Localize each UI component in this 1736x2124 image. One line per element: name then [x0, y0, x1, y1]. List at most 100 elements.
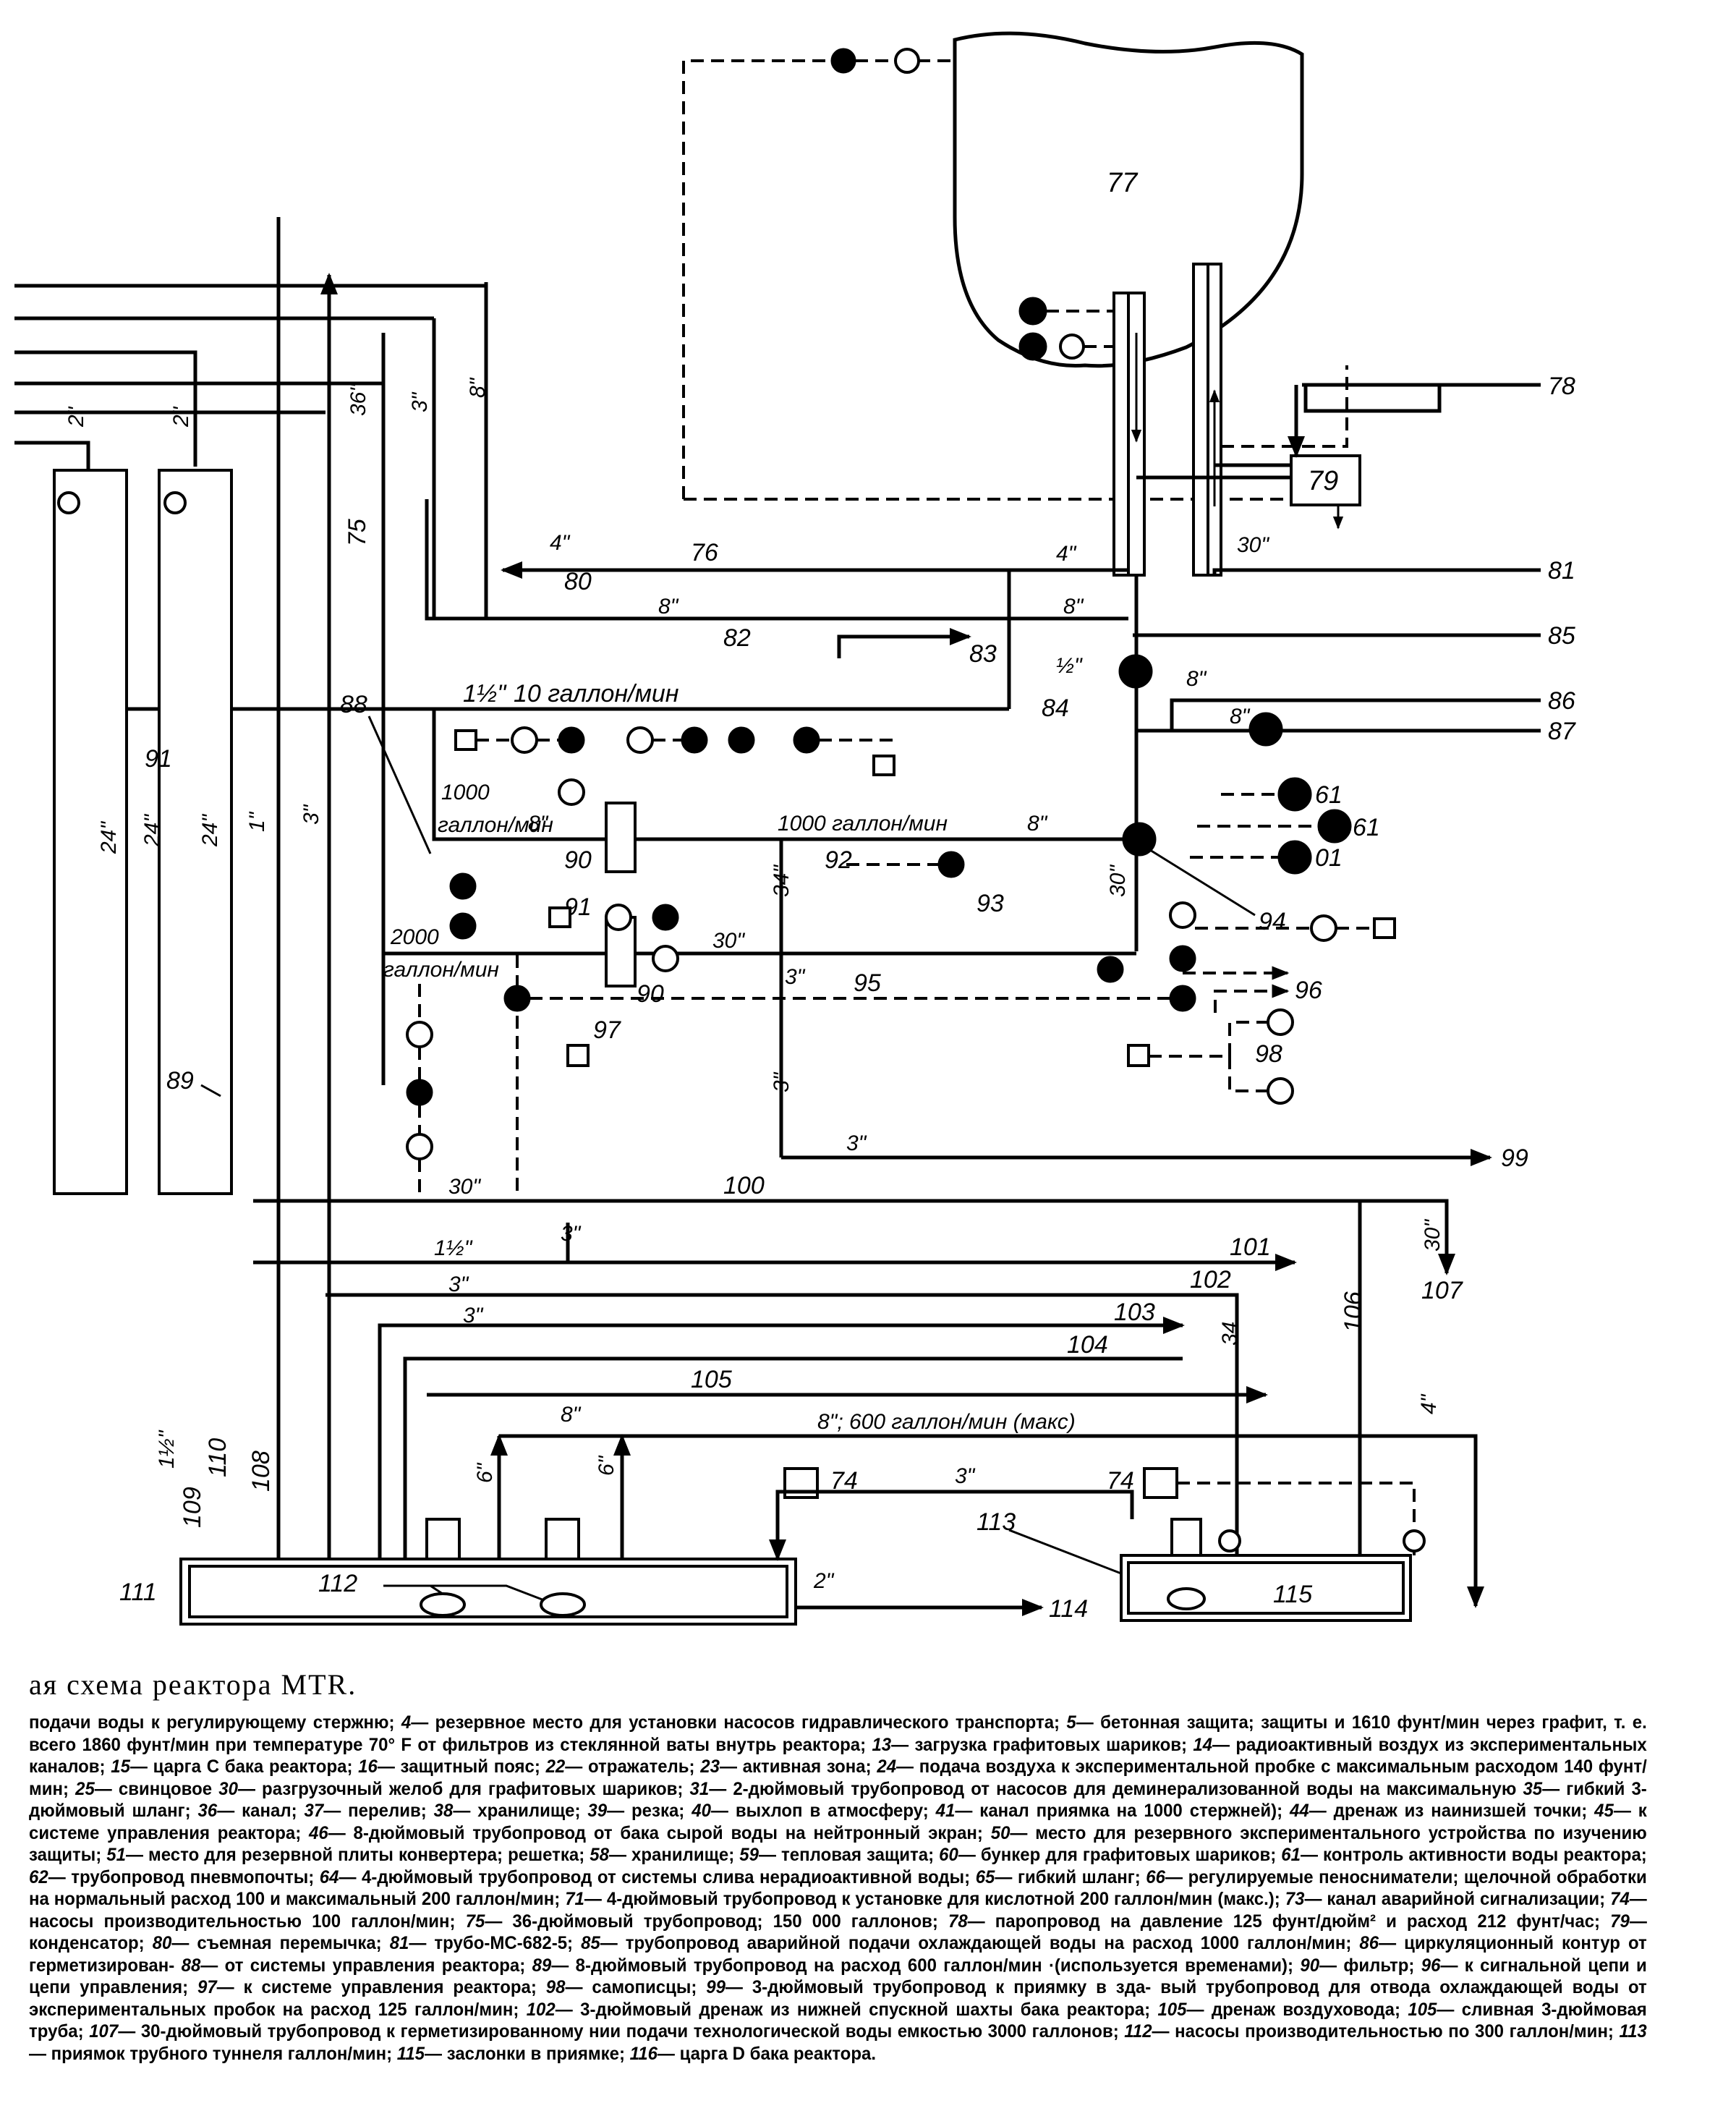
- svg-text:8": 8": [1186, 667, 1207, 691]
- legend-text: — бетонная защита; защиты и 1610 фунт/ми…: [29, 1712, 1647, 1755]
- legend-number: 5: [1066, 1712, 1076, 1733]
- legend-number: 75: [465, 1911, 485, 1932]
- legend-number: 90: [1300, 1955, 1320, 1976]
- instrument-open: [894, 48, 920, 74]
- label-01: 01: [1315, 844, 1343, 872]
- legend-number: 85: [581, 1933, 600, 1953]
- legend-text: — к системе управления реактора;: [29, 1801, 1647, 1843]
- legend-text: — дренаж из наинизшей точки;: [1309, 1801, 1595, 1821]
- instrument-filled: [1317, 809, 1352, 844]
- legend-number: 58: [590, 1845, 609, 1865]
- svg-text:34": 34": [770, 865, 793, 897]
- legend-number: 23: [700, 1756, 720, 1777]
- legend-number: 50: [990, 1822, 1010, 1843]
- label-104: 104: [1067, 1331, 1108, 1359]
- legend-entry: 5— бетонная защита; защиты и 1610 фунт/м…: [29, 1712, 1647, 1755]
- legend-text: — разгрузочный желоб для графитовых шари…: [237, 1778, 690, 1799]
- svg-text:6": 6": [473, 1462, 497, 1483]
- legend-number: 22: [545, 1756, 566, 1777]
- legend-number: 71: [565, 1889, 584, 1909]
- label-115: 115: [1273, 1581, 1312, 1608]
- legend-number: 36: [197, 1801, 218, 1821]
- label-81: 81: [1548, 557, 1575, 585]
- legend-entry: 65— гибкий шланг;: [976, 1867, 1146, 1887]
- legend-entry: 22— отражатель;: [546, 1756, 701, 1777]
- legend-number: 64: [319, 1866, 339, 1887]
- svg-text:3": 3": [955, 1464, 976, 1488]
- legend-number: 24: [877, 1756, 897, 1777]
- legend-entry: 35— гибкий 3-дюймовый шланг;: [29, 1779, 1647, 1822]
- svg-text:8": 8": [658, 595, 679, 619]
- legend-number: 107: [89, 2021, 119, 2042]
- legend-text: — циркуляционный контур от герметизирова…: [29, 1933, 1647, 1976]
- legend-number: 105: [1408, 1999, 1437, 2020]
- svg-text:24": 24": [198, 814, 222, 847]
- legend-entry: 105— сливная 3-дюймовая труба;: [29, 2000, 1647, 2042]
- legend-entry: 85— трубопровод аварийной подачи охлажда…: [581, 1933, 1359, 1953]
- pump: [1167, 1587, 1206, 1610]
- legend-entry: 73— канал аварийной сигнализации;: [1285, 1889, 1610, 1909]
- label-106: 106: [1340, 1291, 1367, 1333]
- legend-entry: 71— 4-дюймовый трубопровод к установке д…: [565, 1889, 1285, 1909]
- pump: [420, 1592, 466, 1617]
- legend-entry: 31— 2-дюймовый трубопровод от насосов дл…: [690, 1779, 1523, 1799]
- legend-entry: 61— контроль активности воды реактора;: [1281, 1845, 1647, 1865]
- legend-number: 99: [706, 1977, 726, 1997]
- label-78: 78: [1548, 373, 1575, 400]
- label-101: 101: [1230, 1233, 1271, 1261]
- legend-text: — паропровод на давление 125 фунт/дюйм² …: [967, 1911, 1611, 1932]
- svg-text:24": 24": [140, 814, 164, 847]
- svg-text:2": 2": [813, 1569, 835, 1593]
- label-91a: 91: [145, 745, 172, 773]
- legend-entry: 86— циркуляционный контур от герметизиро…: [29, 1933, 1647, 1976]
- legend-entry: 39— резка;: [587, 1801, 692, 1821]
- instrument-74: [1143, 1467, 1178, 1499]
- instrument-filled: [1248, 712, 1283, 747]
- mtr-piping-diagram: 77 79 78 81: [14, 31, 1576, 1626]
- legend-entry: 24— подача воздуха к экспериментальной п…: [29, 1756, 1647, 1799]
- svg-text:1000 галлон/мин: 1000 галлон/мин: [778, 812, 948, 836]
- legend-text: — регулируемые пеноснимател​и; щелочной …: [29, 1866, 1647, 1910]
- legend-number: 73: [1285, 1889, 1305, 1909]
- legend-text: — 4-дюймовый трубопровод к установке для…: [584, 1889, 1285, 1909]
- legend-text: — насосы производительностью по 300 галл…: [1152, 2021, 1620, 2042]
- label-80: 80: [564, 568, 592, 595]
- label-92: 92: [825, 846, 852, 874]
- legend-number: 97: [197, 1977, 217, 1997]
- legend-entry: 45— к системе управления реактора;: [29, 1801, 1647, 1843]
- svg-text:3": 3": [561, 1222, 582, 1246]
- label-103: 103: [1114, 1299, 1155, 1326]
- legend-number: 78: [948, 1911, 968, 1932]
- legend-entry: 89— 8-дюймовый трубопровод на расход 600…: [532, 1955, 1301, 1976]
- legend-entry: 64— 4-дюймовый трубопровод от системы сл…: [320, 1867, 976, 1887]
- legend-text: — радиоактивный воздух из эксперименталь…: [29, 1734, 1647, 1777]
- legend-number: 14: [1193, 1734, 1213, 1755]
- instrument-filled: [830, 48, 856, 74]
- legend-entry: 96— к сигнальной цепи и цепи управления;: [29, 1955, 1647, 1998]
- legend-entry: 16— защитный пояс;: [358, 1756, 545, 1777]
- label-61b: 61: [1353, 814, 1380, 841]
- legend-text: — контроль активности воды реактора;: [1300, 1845, 1647, 1865]
- svg-text:1": 1": [245, 811, 269, 832]
- legend-text: — гибкий шланг;: [995, 1866, 1146, 1887]
- label-90b: 90: [637, 980, 664, 1008]
- label-114: 114: [1049, 1595, 1088, 1623]
- legend-number: 46: [309, 1822, 328, 1843]
- tank-outlet-columns: [1112, 263, 1302, 577]
- legend-text: — трубо-МС-682-5;: [409, 1933, 582, 1953]
- legend-text: — заслонки в приямке;: [425, 2043, 630, 2064]
- legend-entry: 98— самописцы;: [546, 1977, 706, 1997]
- legend-number: 105: [1157, 1999, 1187, 2020]
- legend-text: — 2-дюймовый трубопровод от насосов для …: [709, 1778, 1523, 1799]
- legend-text: — место для резервной плиты конвертера; …: [125, 1845, 590, 1865]
- legend-entry: 40— выхлоп в атмосферу;: [692, 1801, 935, 1821]
- legend-entry: 38— хранилище;: [434, 1801, 588, 1821]
- legend-text: — к системе управления реактора;: [216, 1977, 546, 1997]
- legend-entry: подачи воды к регулирующему стержню;: [29, 1712, 401, 1733]
- svg-text:3": 3": [448, 1273, 469, 1296]
- legend-entry: 79— конденсатор;: [29, 1911, 1647, 1954]
- legend-text: — место для резервного экспериментальног…: [29, 1822, 1647, 1866]
- legend-number: 86: [1359, 1933, 1379, 1953]
- svg-text:½": ½": [1056, 654, 1083, 678]
- pump-motor: [1170, 1518, 1202, 1557]
